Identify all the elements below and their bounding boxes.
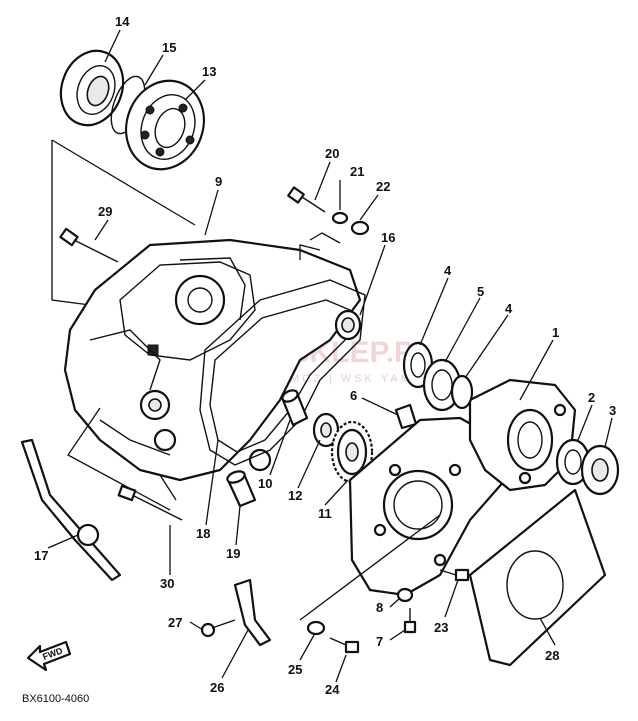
- callout-23: 23: [434, 620, 448, 635]
- callout-leaders: [47, 29, 613, 683]
- forward-arrow-icon: FWD: [26, 640, 72, 672]
- part-28-gasket: [468, 488, 607, 667]
- callout-29: 29: [98, 204, 112, 219]
- callout-18: 18: [196, 526, 210, 541]
- alignment-box-upper: [51, 139, 196, 306]
- part-20-bolt: [287, 186, 326, 213]
- callout-17: 17: [34, 548, 48, 563]
- part-11-gear: [330, 420, 374, 484]
- callout-24: 24: [325, 682, 340, 697]
- callout-12: 12: [288, 488, 302, 503]
- callout-10: 10: [258, 476, 272, 491]
- part-12-bearing: [312, 412, 340, 448]
- part-16-oil-seal: [334, 309, 362, 341]
- callout-7: 7: [376, 634, 383, 649]
- part-9-crankcase: [63, 238, 362, 482]
- part-8-nut: [396, 587, 414, 603]
- callout-25: 25: [288, 662, 302, 677]
- part-29-bolt: [59, 227, 119, 263]
- callout-16: 16: [381, 230, 395, 245]
- callout-19: 19: [226, 546, 240, 561]
- callout-14: 14: [115, 14, 130, 29]
- part-18-gasket: [199, 279, 366, 466]
- callout-22: 22: [376, 179, 390, 194]
- callout-3: 3: [609, 403, 616, 418]
- part-19-dowel: [226, 470, 257, 508]
- part-21-nut: [331, 211, 349, 225]
- part-13-ball-bearing: [125, 79, 205, 171]
- callout-2: 2: [588, 390, 595, 405]
- callout-27: 27: [168, 615, 182, 630]
- part-1-housing: [468, 378, 577, 492]
- cover-plate-middle: [348, 416, 507, 597]
- callout-26: 26: [210, 680, 224, 695]
- part-30-bolt: [117, 484, 183, 521]
- part-10-dowel: [281, 389, 309, 427]
- alignment-lines: [67, 232, 441, 621]
- part-6-fitting: [394, 403, 418, 430]
- callout-28: 28: [545, 648, 559, 663]
- callout-8: 8: [376, 600, 383, 615]
- part-26-bracket: [233, 578, 272, 647]
- part-22-washer: [350, 220, 370, 236]
- callout-1: 1: [552, 325, 559, 340]
- callout-30: 30: [160, 576, 174, 591]
- callout-20: 20: [325, 146, 339, 161]
- watermark-subtext: MCZ | WSK YAMAHA: [290, 373, 444, 385]
- callout-4-lower: 4: [505, 301, 513, 316]
- callout-21: 21: [350, 164, 364, 179]
- callout-15: 15: [162, 40, 176, 55]
- callout-11: 11: [318, 506, 332, 521]
- callout-6: 6: [350, 388, 357, 403]
- part-3-seal: [580, 444, 620, 496]
- callout-13: 13: [202, 64, 216, 79]
- part-25-washer: [306, 620, 326, 636]
- diagram-code: BX6100-4060: [22, 693, 89, 705]
- callout-9: 9: [215, 174, 222, 189]
- callout-labels: 14 15 13 9 29 20 21 22 16 4 5 4 1 2 3 6 …: [34, 14, 616, 697]
- part-23-bolt: [439, 568, 470, 582]
- part-7-bolt: [403, 608, 417, 634]
- part-4-seal-lower: [450, 374, 474, 410]
- part-27-screw: [200, 619, 236, 638]
- part-24-bolt: [329, 637, 360, 654]
- callout-5: 5: [477, 284, 484, 299]
- callout-4-upper: 4: [444, 263, 452, 278]
- part-14-bearing-seal: [59, 49, 125, 127]
